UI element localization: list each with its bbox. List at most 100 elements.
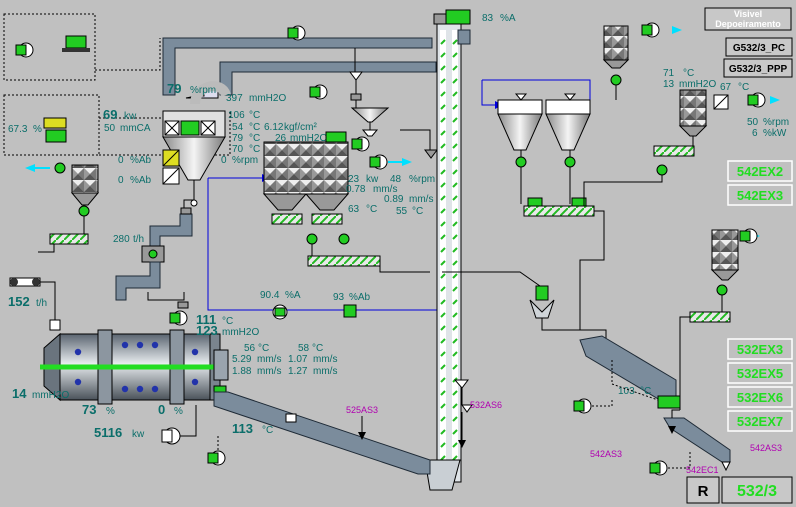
svg-text:6.12: 6.12 <box>264 122 284 133</box>
svg-text:t/h: t/h <box>36 298 47 309</box>
bag-filter-main[interactable] <box>162 110 226 181</box>
fan-icon[interactable] <box>747 92 766 108</box>
reset-button[interactable]: R <box>686 476 720 504</box>
532ex6-button[interactable]: 532EX6 <box>727 386 793 408</box>
svg-text:%: % <box>33 124 42 135</box>
bucket-mark <box>452 52 458 58</box>
svg-text:542EX3: 542EX3 <box>737 188 783 203</box>
svg-text:kw: kw <box>366 174 379 185</box>
fan-icon[interactable] <box>351 136 370 152</box>
product-temp: 113 <box>232 421 253 436</box>
svg-text:G532/3_PC: G532/3_PC <box>733 43 785 54</box>
dust-hopper-mid-right[interactable] <box>653 89 708 176</box>
screw-conveyor-right[interactable] <box>523 205 595 217</box>
bucket-mark <box>440 221 446 227</box>
bucket-mark <box>452 221 458 227</box>
fan-icon[interactable] <box>739 228 758 244</box>
svg-text:532EX5: 532EX5 <box>737 366 783 381</box>
bucket-mark <box>440 143 446 149</box>
bucket-mark <box>452 156 458 162</box>
bucket-mark <box>452 429 458 435</box>
svg-text:54: 54 <box>232 122 244 133</box>
fan-icon[interactable] <box>573 398 592 414</box>
bucket-mark <box>440 234 446 240</box>
bucket-mark <box>440 117 446 123</box>
dust-hopper-low-right[interactable] <box>689 229 740 323</box>
fan-speed: 79 <box>167 81 181 96</box>
dryer-outlet-airslide[interactable] <box>213 391 431 475</box>
tag-542AS3-right[interactable]: 542AS3 <box>750 443 782 453</box>
542ex2-button[interactable]: 542EX2 <box>727 160 793 182</box>
fan-icon[interactable] <box>649 460 668 476</box>
bucket-mark <box>440 182 446 188</box>
burner-motor-icon[interactable] <box>45 129 67 143</box>
bucket-mark <box>440 429 446 435</box>
bucket-mark <box>452 351 458 357</box>
tag-532AS6[interactable]: 532AS6 <box>470 400 502 410</box>
fan-icon[interactable] <box>287 25 306 41</box>
damper-icon[interactable] <box>343 304 357 318</box>
fan-icon[interactable] <box>169 310 188 326</box>
splitter-gate-icon[interactable] <box>535 285 549 301</box>
bucket-mark <box>440 286 446 292</box>
inlet-pressure: 14 <box>12 386 27 401</box>
visivel-depoeiramento-button[interactable]: Visivel Depoeiramento <box>704 7 792 31</box>
svg-text:%rpm: %rpm <box>232 155 258 166</box>
screw-conveyor-left[interactable] <box>49 233 89 245</box>
burner-icon[interactable] <box>43 117 67 129</box>
bag-filter-pyramid[interactable] <box>262 131 350 245</box>
air-slide-lower[interactable] <box>663 417 731 463</box>
532ex3-button[interactable]: 532EX3 <box>727 338 793 360</box>
svg-text:%rpm: %rpm <box>409 174 435 185</box>
bucket-mark <box>452 442 458 448</box>
fan-icon[interactable] <box>161 427 181 445</box>
drive-speed: 73 <box>82 402 96 417</box>
g532-pc-button[interactable]: G532/3_PC <box>725 37 793 57</box>
svg-text:°C: °C <box>249 144 260 155</box>
valve-icon[interactable] <box>54 162 66 174</box>
svg-text:6: 6 <box>752 128 758 139</box>
line-532-3-indicator[interactable]: 532/3 <box>721 476 793 504</box>
filter-dp: 50 <box>104 123 116 134</box>
svg-text:°C: °C <box>640 386 651 397</box>
svg-text:%A: %A <box>285 290 301 301</box>
kiln-dot <box>121 341 129 349</box>
svg-text:mmH2O: mmH2O <box>222 327 259 338</box>
532ex7-button[interactable]: 532EX7 <box>727 410 793 432</box>
fan-icon[interactable] <box>15 42 34 58</box>
bucket-mark <box>452 273 458 279</box>
tag-542AS3-left[interactable]: 542AS3 <box>590 449 622 459</box>
damper-position: 0 <box>158 402 165 417</box>
svg-text:0: 0 <box>118 155 124 166</box>
fan-icon[interactable] <box>641 22 660 38</box>
svg-text:R: R <box>698 483 709 500</box>
bucket-mark <box>452 338 458 344</box>
dust-hopper-top-right[interactable] <box>602 25 630 86</box>
cyclone-pair[interactable] <box>497 93 591 151</box>
fan-icon[interactable] <box>207 450 226 466</box>
fan-icon[interactable] <box>309 84 328 100</box>
svg-text:°C: °C <box>222 316 233 327</box>
svg-text:79: 79 <box>232 133 244 144</box>
dust-hopper-left[interactable] <box>70 164 100 217</box>
bucket-mark <box>440 260 446 266</box>
elevator-motor-icon[interactable] <box>445 9 471 25</box>
532ex5-button[interactable]: 532EX5 <box>727 362 793 384</box>
svg-text:1.27: 1.27 <box>288 366 308 377</box>
svg-text:532EX3: 532EX3 <box>737 342 783 357</box>
svg-text:0.78: 0.78 <box>346 184 366 195</box>
542ex3-button[interactable]: 542EX3 <box>727 184 793 206</box>
bucket-mark <box>452 403 458 409</box>
dryer-exit-pressure: 123 <box>196 323 218 338</box>
belt-conveyor-icon[interactable] <box>9 277 41 287</box>
motor-icon[interactable] <box>62 35 90 52</box>
g532-ppp-button[interactable]: G532/3_PPP <box>723 58 793 78</box>
screw-conveyor-center[interactable] <box>307 255 381 267</box>
tag-525AS3[interactable]: 525AS3 <box>346 405 378 415</box>
svg-text:%rpm: %rpm <box>190 85 216 96</box>
svg-text:mm/s: mm/s <box>257 366 281 377</box>
fan-icon[interactable] <box>369 154 388 170</box>
tag-542EC1[interactable]: 542EC1 <box>686 465 719 475</box>
bucket-mark <box>452 299 458 305</box>
bucket-mark <box>440 156 446 162</box>
